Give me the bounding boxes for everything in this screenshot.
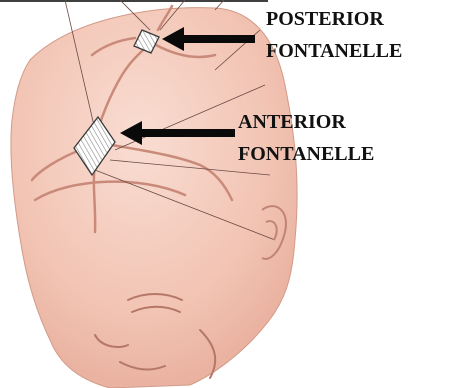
anterior-fontanelle-label-line2: FONTANELLE (238, 143, 374, 165)
posterior-fontanelle-label-line2: FONTANELLE (266, 40, 402, 62)
posterior-fontanelle-label-line1: POSTERIOR (266, 8, 384, 30)
head-shape (11, 8, 297, 388)
anterior-fontanelle-label-line1: ANTERIOR (238, 111, 346, 133)
